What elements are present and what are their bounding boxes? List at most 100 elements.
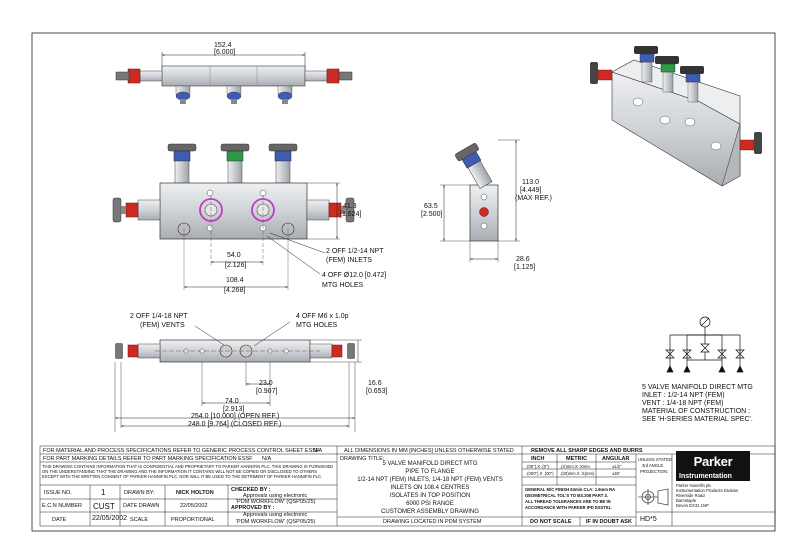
drawing-title-label: DRAWING TITLE:: [340, 456, 385, 462]
bottom-d16-in: [0.653]: [366, 388, 388, 395]
front-centres-mm: 108.4: [226, 277, 244, 284]
desc-line-5: SEE 'H-SERIES MATERIAL SPEC'.: [642, 416, 753, 423]
projection-label-1: UNLESS STATED: [638, 457, 672, 462]
front-holes-note-2: MTG HOLES: [322, 282, 364, 289]
approved-by-label: APPROVED BY :: [231, 505, 275, 511]
ecn-label: E.C.N NUMBER: [42, 503, 83, 509]
side-height-in: [2.500]: [421, 211, 443, 218]
spec-line-2-val: N/A: [262, 456, 272, 462]
side-max-in: [4.449]: [520, 187, 542, 194]
front-height-in: [1.624]: [340, 211, 362, 218]
issue-no: 1: [101, 488, 106, 497]
side-view: [440, 139, 520, 262]
desc-line-3: VENT : 1/4-18 NPT (FEM): [642, 400, 724, 407]
drawing-title-3: 1/2-14 NPT (FEM) INLETS, 1/4-18 NPT (FEM…: [357, 477, 503, 483]
approved-by-2: 'PDM WORKFLOW' (QSP05/25): [236, 519, 316, 525]
drawing-title-7: CUSTOMER ASSEMBLY DRAWING: [381, 509, 479, 515]
drawing-title-1: 5 VALVE MANIFOLD DIRECT MTG: [382, 461, 478, 467]
front-view: [112, 143, 355, 290]
drawing-title-4: INLETS ON 108.4 CENTRES: [390, 485, 470, 491]
drawn-by-label: DRAWN BY:: [124, 490, 155, 496]
date-label: DATE: [52, 517, 67, 523]
confidential-notice: THIS DRAWING CONTAINS INFORMATION THAT I…: [42, 464, 334, 479]
checked-by-label: CHECKED BY :: [231, 487, 271, 493]
edges-note: REMOVE ALL SHARP EDGES AND BURRS: [531, 448, 643, 454]
tol-r1-angular: ±1/2°: [612, 464, 622, 469]
bottom-closed-ref: 248.0 [9.764] (CLOSED REF.): [188, 421, 282, 428]
valve-schematic: [665, 316, 745, 373]
bottom-d16-mm: 16.6: [368, 380, 382, 387]
drawing-title-2: PIPE TO FLANGE: [405, 469, 455, 475]
checked-by-2: 'PDM WORKFLOW' (QSP05/25): [236, 499, 316, 505]
date: 22/05/2002: [92, 515, 128, 522]
tol-r2-metric: .(00)mm.X .X(mm): [560, 471, 595, 476]
scale-label: SCALE: [130, 517, 149, 523]
sheet-border: [31, 32, 776, 532]
side-depth-in: [1.125]: [514, 264, 536, 271]
tol-r1-inch: .(00").X .(0"): [526, 464, 549, 469]
parker-logo: Parker: [676, 451, 750, 473]
bottom-vents-note-1: 2 OFF 1/4-18 NPT: [130, 313, 188, 320]
drawn-by: NICK HOLTON: [176, 490, 214, 496]
drawing-title-6: 6000 PSI RANGE: [406, 501, 454, 507]
front-pitch-in: [2.126]: [225, 262, 247, 269]
bottom-mtg-note-1: 4 OFF M6 x 1.0p: [296, 313, 349, 320]
side-max-mm: 113.0: [522, 179, 539, 186]
desc-line-2: INLET : 1/2-14 NPT (FEM): [642, 392, 725, 399]
tol-header-metric: METRIC: [566, 456, 588, 462]
tol-r2-inch: .(000").X .(00"): [526, 471, 554, 476]
drawing-number: HD*5: [640, 516, 657, 523]
side-max-note: (MAX REF.): [515, 195, 552, 202]
bottom-d74-in: [2.913]: [223, 406, 245, 413]
front-inlets-note-1: 2 OFF 1/2-14 NPT: [326, 248, 384, 255]
date-drawn-label: DATE DRAWN: [123, 503, 160, 509]
desc-line-4: MATERIAL OF CONSTRUCTION :: [642, 408, 751, 415]
front-pitch-mm: 54.0: [227, 252, 241, 259]
side-depth-mm: 28.6: [516, 256, 530, 263]
bottom-mtg-note-2: MTG HOLES: [296, 322, 338, 329]
ecn: CUST: [93, 502, 115, 511]
address-4: Barnstaple: [676, 498, 697, 503]
finish-note-4: ACCORDANCE WITH PARKER IPD ESST01.: [525, 505, 612, 510]
if-in-doubt: IF IN DOUBT ASK: [586, 519, 632, 525]
bottom-view: [114, 321, 362, 432]
drawing-title-5: ISOLATES IN TOP POSITION: [389, 493, 471, 499]
front-centres-in: [4.268]: [224, 287, 246, 294]
address-2: Instrumentation Products Division: [676, 488, 739, 493]
bottom-vents-note-2: (FEM) VENTS: [140, 322, 185, 329]
company-division: Instrumentation: [676, 472, 750, 481]
finish-note-1: GENERAL M/C FINISH 63min CLA: 1.6mm RA: [525, 487, 616, 492]
top-overall-mm: 152.4: [214, 42, 232, 49]
issue-no-label: ISSUE NO.: [44, 490, 72, 496]
scale: PROPORTIONAL: [171, 517, 215, 523]
address-1: Parker Hannifin plc: [676, 483, 712, 488]
address-3: Riverside Road: [676, 493, 705, 498]
checked-by-1: Approvals using electronic: [243, 493, 308, 499]
spec-line-1: FOR MATERIAL AND PROCESS SPECIFICATIONS …: [43, 448, 320, 454]
tol-r1-metric: .(X)mm.X .Xmm: [560, 464, 590, 469]
address-5: Devon EX31 1NP: [676, 503, 709, 508]
spec-line-2: FOR PART MARKING DETAILS REFER TO PART M…: [43, 456, 253, 462]
do-not-scale: DO NOT SCALE: [530, 519, 572, 525]
top-view: [115, 52, 353, 104]
side-height-mm: 63.5: [424, 203, 438, 210]
finish-note-3: ALL THREAD TOLERANCES ARE TO BE IN: [525, 499, 611, 504]
projection-label-3: PROJECTION:: [640, 469, 669, 474]
front-inlets-note-2: (FEM) INLETS: [326, 257, 372, 264]
bottom-d23-in: [0.907]: [256, 388, 278, 395]
front-height-mm: 41.3: [343, 203, 357, 210]
dims-note: ALL DIMENSIONS IN MM [INCHES] UNLESS OTH…: [344, 448, 514, 454]
tol-header-angular: ANGULAR: [602, 456, 630, 462]
third-angle-projection-icon: [638, 488, 669, 506]
bottom-open-ref: 254.0 [10.000] (OPEN REF.): [191, 413, 280, 420]
isometric-view: [590, 46, 762, 187]
desc-line-1: 5 VALVE MANIFOLD DIRECT MTG: [642, 384, 753, 391]
projection-label-2: 3rd ANGLE: [642, 463, 664, 468]
front-holes-note-1: 4 OFF Ø12.0 [0.472]: [322, 272, 387, 279]
top-overall-in: [6.000]: [214, 49, 236, 56]
date-drawn: 22/05/2002: [180, 503, 208, 509]
bottom-d74-mm: 74.0: [225, 398, 239, 405]
bottom-d23-mm: 23.0: [259, 380, 273, 387]
tol-header-inch: INCH: [531, 456, 545, 462]
